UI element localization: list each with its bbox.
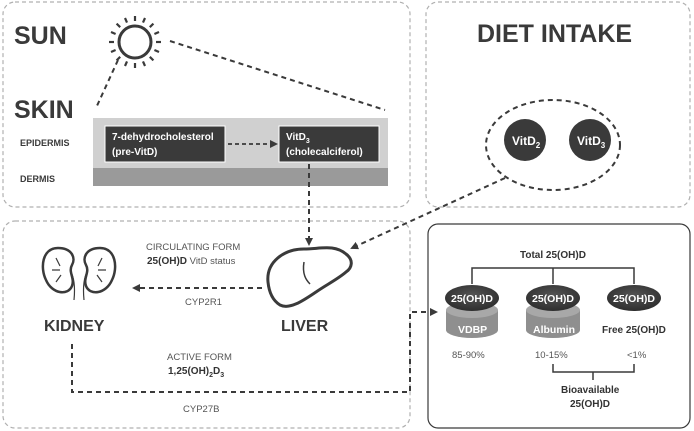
albumin-bound-group xyxy=(526,285,580,338)
pill-vdbp-25ohd: 25(OH)D xyxy=(451,293,493,305)
diet-intake-title: DIET INTAKE xyxy=(477,20,632,48)
vitd3-product-line2: (cholecalciferol) xyxy=(286,147,363,158)
pill-free-25ohd: 25(OH)D xyxy=(613,293,655,305)
bioavailable-line2: 25(OH)D xyxy=(570,399,610,410)
diet-intake-panel xyxy=(425,1,691,208)
bioavailability-panel xyxy=(427,223,691,429)
pill-albumin-25ohd: 25(OH)D xyxy=(532,293,574,305)
precursor-box xyxy=(104,125,226,163)
precursor-line1: 7-dehydrocholesterol xyxy=(112,132,214,143)
circulating-form-title: CIRCULATING FORM xyxy=(146,242,240,253)
total-25ohd-label: Total 25(OH)D xyxy=(520,250,586,261)
sun-title: SUN xyxy=(14,22,67,50)
active-form-title: ACTIVE FORM xyxy=(167,352,232,363)
vitd3-product-line1: VitD3 xyxy=(286,132,310,145)
kidney-icon xyxy=(41,246,117,301)
vitd2-circle xyxy=(504,119,546,161)
liver-icon xyxy=(266,246,353,308)
pct-vdbp: 85-90% xyxy=(452,350,485,361)
epidermis-label: EPIDERMIS xyxy=(20,138,70,148)
vitd3-circle xyxy=(569,119,611,161)
sun-skin-panel xyxy=(2,1,411,208)
enzyme-cyp2r1: CYP2R1 xyxy=(185,297,222,308)
free-25ohd-label: Free 25(OH)D xyxy=(602,325,666,336)
bioavailable-line1: Bioavailable xyxy=(561,385,620,396)
enzyme-cyp27b: CYP27B xyxy=(183,404,219,415)
albumin-label: Albumin xyxy=(533,324,575,336)
active-form-formula: 1,25(OH)2D3 xyxy=(168,366,224,379)
pct-albumin: 10-15% xyxy=(535,350,568,361)
free-25ohd-pill xyxy=(607,285,661,311)
pct-free: <1% xyxy=(627,350,647,361)
dermis-label: DERMIS xyxy=(20,174,55,184)
vitd3-product-box xyxy=(278,125,380,163)
kidney-label: KIDNEY xyxy=(44,318,105,335)
skin-title: SKIN xyxy=(14,96,74,124)
dermis-layer xyxy=(93,168,388,186)
vdbp-bound-group xyxy=(445,285,499,338)
liver-label: LIVER xyxy=(281,318,329,335)
circulating-form-status: 25(OH)D VitD status xyxy=(147,256,236,267)
vdbp-label: VDBP xyxy=(458,324,487,336)
diet-vitamins-group xyxy=(485,99,621,191)
sun-icon xyxy=(109,16,161,68)
vitd3-label: VitD3 xyxy=(577,134,606,150)
precursor-line2: (pre-VitD) xyxy=(112,147,157,158)
vitd2-label: VitD2 xyxy=(512,134,541,150)
